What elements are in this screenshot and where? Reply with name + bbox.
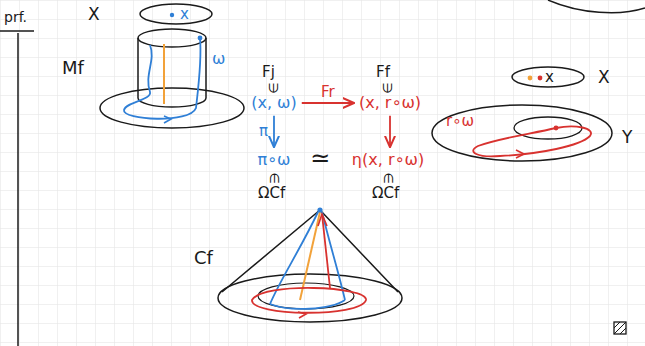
element-label: x [180,6,189,23]
path-arrowhead [164,116,171,123]
member-symbol: ∈ [381,172,395,183]
formula-text: η(x, r∘ω) [349,149,427,171]
base-ellipse [100,88,244,128]
fiber-line [163,44,165,104]
set-ellipse [512,67,584,87]
space-name: Fj [262,64,275,81]
map-name: Fr [321,84,335,101]
image-ellipse [514,117,582,139]
element-label: x [545,69,554,86]
map-arrow [302,102,354,104]
corner-arc [548,0,645,13]
cone-path [270,300,345,309]
cone-side [222,210,398,292]
margin-line [17,33,19,346]
formula-text: π∘ω [254,149,293,171]
set-ellipse [140,4,212,24]
map-name: π [259,123,268,140]
formula-text: (x, ω) [248,92,300,114]
formula: η(x, r∘ω) [349,149,427,171]
map-arrow [273,116,275,147]
loop-path [473,126,591,156]
cone-base [218,274,402,322]
element-label: X [598,68,610,87]
cone-inner-ellipse [258,283,354,309]
element-label: r∘ω [446,113,474,130]
cone-path [322,212,345,300]
space-name: ΩCf [372,185,399,202]
formula: (x, ω) [248,92,300,114]
member-symbol: ∈ [267,82,281,93]
point [198,36,203,41]
point [538,76,543,81]
set-label: X [88,5,100,24]
member-symbol: ∈ [381,82,395,93]
cylinder-top [138,29,206,47]
cone-apex [317,207,322,212]
cone-arrowhead [298,312,306,318]
space-name: Cf [194,248,213,268]
cone-loop [252,288,366,313]
point [554,126,559,131]
map-arrow [389,116,391,147]
member-symbol: ∈ [267,172,281,183]
path-omega [124,38,201,119]
underline [0,30,34,32]
cone-arrowhead [318,214,327,226]
set-x: xX [500,64,613,90]
path-name: ω [212,50,225,68]
space-name: Mf [62,58,84,78]
set-x: Xx [84,2,192,27]
qed-hatch [614,322,626,334]
formula: (x, r∘ω) [356,92,424,114]
set-y: r∘ωY [430,100,636,150]
space-name: ΩCf [258,185,285,202]
formula: π∘ω [254,149,293,171]
formula-text: (x, r∘ω) [356,92,424,114]
element-label: Y [622,128,632,147]
qed-box [614,322,626,334]
point [170,13,174,17]
cone-fiber [300,212,320,300]
point [528,76,533,81]
proof-mark: prf. [4,10,27,25]
equivalence-symbol: ≃ [310,145,330,171]
space-name: Ff [376,64,390,81]
set-ellipse [432,105,612,161]
loop-arrowhead [516,150,524,158]
